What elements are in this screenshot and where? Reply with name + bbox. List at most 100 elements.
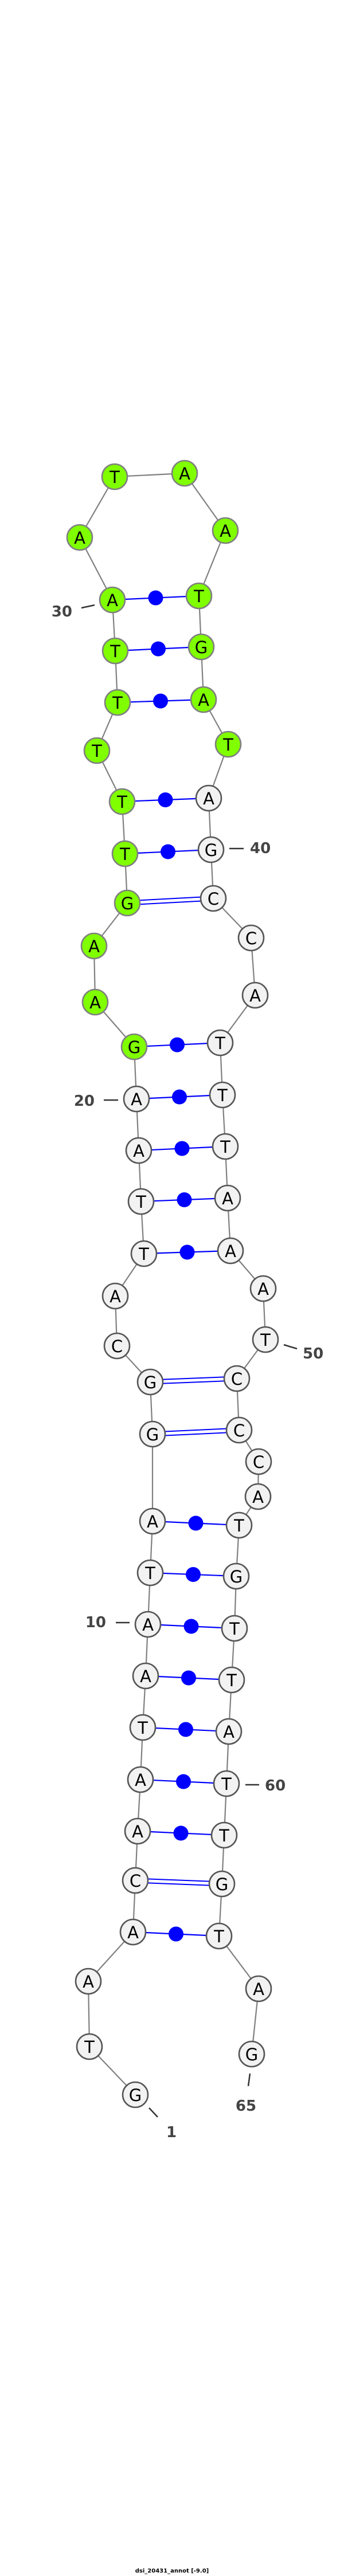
nucleotide-letter: T xyxy=(222,735,233,755)
nucleotide-13: G xyxy=(139,1420,166,1448)
nucleotide-8: T xyxy=(129,1714,157,1741)
base-pair-bond xyxy=(138,1141,226,1156)
nucleotide-letter: T xyxy=(91,741,102,761)
nucleotide-letter: A xyxy=(222,1189,233,1208)
nucleotide-circle xyxy=(76,2033,103,2060)
pair-dot xyxy=(161,844,175,859)
nucleotide-5: C xyxy=(122,1867,149,1894)
nucleotide-circle xyxy=(101,1282,129,1310)
pair-dot xyxy=(188,1515,204,1531)
nucleotide-43: A xyxy=(241,981,269,1009)
pair-dot xyxy=(178,1722,193,1737)
nucleotide-24: G xyxy=(114,889,141,917)
nucleotide-42: C xyxy=(237,924,265,952)
nucleotide-14: G xyxy=(136,1368,164,1396)
nucleotide-10: A xyxy=(134,1611,162,1638)
nucleotide-letter: C xyxy=(208,889,219,909)
nucleotide-letter: A xyxy=(131,1090,142,1109)
nucleotide-circle xyxy=(122,2081,149,2108)
nucleotide-letter: T xyxy=(137,1718,148,1738)
nucleotide-26: T xyxy=(108,788,136,815)
nucleotide-letter: G xyxy=(230,1567,243,1587)
nucleotide-letter: A xyxy=(132,1822,143,1841)
nucleotide-letter: A xyxy=(198,690,209,710)
nucleotide-letter: C xyxy=(111,1337,123,1356)
nucleotide-letter: G xyxy=(146,1425,159,1444)
nucleotide-40: G xyxy=(197,836,225,863)
nucleotide-letter: A xyxy=(253,1980,264,1999)
nucleotide-65: G xyxy=(238,2040,265,2068)
nucleotide-letter: G xyxy=(129,2086,142,2105)
pair-line xyxy=(127,896,213,902)
base-pair-bond xyxy=(147,1619,235,1634)
structure-title: dsi_20431_annot [-9.0] xyxy=(135,2568,209,2574)
nucleotide-letter: A xyxy=(74,528,85,548)
nucleotide-circle xyxy=(101,637,129,665)
nucleotide-4: A xyxy=(119,1918,147,1946)
base-pair-bond xyxy=(134,1037,221,1053)
base-pair-bond xyxy=(150,1567,237,1582)
base-pair-bond xyxy=(112,590,200,606)
nucleotide-letter: A xyxy=(220,521,231,541)
nucleotide-circle xyxy=(120,1033,148,1061)
base-pair-bond xyxy=(140,1192,228,1207)
pair-dot xyxy=(170,1037,185,1053)
nucleotide-62: G xyxy=(208,1870,236,1898)
base-pair-layer xyxy=(112,590,240,1942)
nucleotide-letter: T xyxy=(221,1774,232,1794)
nucleotide-circle xyxy=(215,1718,243,1745)
nucleotide-circle xyxy=(81,988,109,1016)
nucleotide-letter: A xyxy=(142,1615,154,1635)
base-pair-bond xyxy=(145,1670,232,1686)
nucleotide-circle xyxy=(237,924,265,952)
nucleotide-circle xyxy=(108,788,136,815)
gc-pair-bond xyxy=(127,896,214,906)
nucleotide-circle xyxy=(206,1029,234,1057)
nucleotide-54: A xyxy=(244,1483,272,1510)
position-label-20: 20 xyxy=(74,1093,95,1110)
pair-dot xyxy=(158,792,173,807)
base-pair-bond xyxy=(115,641,202,657)
nucleotide-letter: A xyxy=(110,1287,121,1306)
nucleotide-circle xyxy=(101,463,128,490)
nucleotide-45: T xyxy=(209,1081,236,1109)
base-pair-bond xyxy=(137,1825,225,1841)
nucleotide-46: T xyxy=(212,1133,239,1160)
nucleotide-circle xyxy=(125,1137,153,1164)
nucleotide-letter: T xyxy=(119,845,130,864)
nucleotide-31: A xyxy=(66,524,93,551)
nucleotide-letter: T xyxy=(144,1564,155,1583)
nucleotide-49: A xyxy=(249,1275,277,1302)
pair-dot xyxy=(183,1619,199,1634)
nucleotide-16: A xyxy=(101,1282,129,1310)
nucleotide-letter: G xyxy=(245,2045,258,2064)
nucleotide-letter: A xyxy=(249,986,261,1006)
nucleotide-letter: T xyxy=(110,642,120,661)
nucleotide-letter: T xyxy=(138,1244,149,1264)
label-tick xyxy=(283,1344,298,1350)
nucleotide-letter: T xyxy=(220,1137,230,1157)
nucleotide-circle xyxy=(127,1766,154,1793)
nucleotide-letter: T xyxy=(84,2037,95,2057)
nucleotide-circle xyxy=(185,582,213,610)
position-label-10: 10 xyxy=(85,1614,106,1631)
nucleotide-11: T xyxy=(136,1559,164,1587)
base-pair-bond xyxy=(143,1244,231,1260)
nucleotide-circle xyxy=(129,1714,157,1741)
nucleotide-letter: T xyxy=(233,1516,244,1536)
nucleotide-circle xyxy=(245,1448,272,1475)
nucleotide-letter: C xyxy=(231,1369,243,1389)
nucleotide-letter: T xyxy=(112,693,123,713)
nucleotide-1: G xyxy=(122,2081,149,2108)
nucleotide-25: T xyxy=(111,840,139,867)
nucleotide-32: T xyxy=(101,463,128,490)
nucleotide-circle xyxy=(238,2040,265,2068)
nucleotide-letter: G xyxy=(216,1875,228,1894)
nucleotide-letter: T xyxy=(226,1671,237,1690)
nucleotide-circle xyxy=(221,1615,248,1642)
nucleotide-circle xyxy=(66,524,93,551)
nucleotide-23: A xyxy=(80,932,108,960)
nucleotide-circle xyxy=(249,1275,277,1302)
